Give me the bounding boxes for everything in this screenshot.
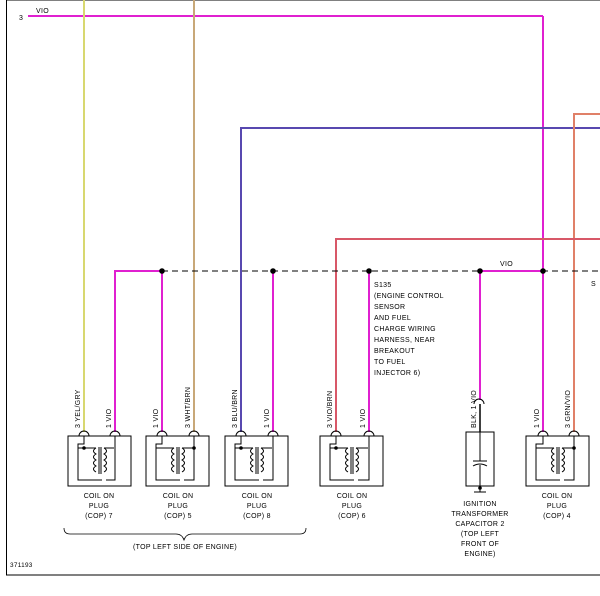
pin-label-cop4-a: 1 VIO bbox=[534, 408, 541, 428]
component-label-line: CAPACITOR 2 bbox=[455, 521, 504, 528]
diagram-frame bbox=[7, 0, 600, 575]
splice-line: TO FUEL bbox=[374, 359, 406, 366]
coil-winding-icon bbox=[356, 448, 359, 472]
component-label-line: (COP) 8 bbox=[243, 513, 271, 520]
component-label-line: COIL ON bbox=[542, 493, 573, 500]
wire-grn-vio bbox=[574, 114, 600, 432]
component-label-line: (COP) 5 bbox=[164, 513, 192, 520]
component-label-line: COIL ON bbox=[163, 493, 194, 500]
component-label-line: PLUG bbox=[247, 503, 267, 510]
component-label-line: (COP) 6 bbox=[338, 513, 366, 520]
coil-on-plug-symbol bbox=[225, 431, 288, 486]
component-label-line: PLUG bbox=[547, 503, 567, 510]
pin-label-cop7-b: 1 VIO bbox=[106, 408, 113, 428]
coil-dot bbox=[572, 446, 576, 450]
pin-label-cop6-a: 3 VIO/BRN bbox=[327, 391, 334, 428]
figure-id: 371193 bbox=[10, 562, 33, 569]
component-label-line: (COP) 4 bbox=[543, 513, 571, 520]
coil-winding-icon bbox=[346, 448, 349, 472]
component-label-line: (COP) 7 bbox=[85, 513, 113, 520]
component-label-line: PLUG bbox=[168, 503, 188, 510]
coil-winding-icon bbox=[261, 448, 264, 472]
coil-wiring bbox=[536, 436, 560, 480]
coil-winding-icon bbox=[94, 448, 97, 472]
splice-dot bbox=[540, 268, 546, 274]
coil-winding-icon bbox=[251, 448, 254, 472]
pin-label-capacitor: BLK, 1 VIO bbox=[471, 390, 478, 428]
coil-dot bbox=[334, 446, 338, 450]
group-brace bbox=[64, 528, 306, 540]
component-label-line: PLUG bbox=[342, 503, 362, 510]
splice-dot bbox=[159, 268, 165, 274]
coil-wiring bbox=[358, 436, 369, 480]
component-label-line: FRONT OF bbox=[461, 541, 499, 548]
splice-line: AND FUEL bbox=[374, 315, 411, 322]
coil-on-plug-symbol bbox=[146, 431, 209, 486]
splice-line: (ENGINE CONTROL bbox=[374, 293, 444, 300]
coil-wiring bbox=[106, 436, 115, 480]
coil-wiring bbox=[78, 436, 102, 480]
coil-on-plug-symbol bbox=[68, 431, 131, 486]
splice-line: INJECTOR 6) bbox=[374, 370, 420, 377]
component-label-line: TRANSFORMER bbox=[451, 511, 508, 518]
splice-line: HARNESS, NEAR bbox=[374, 337, 435, 344]
splice-line: CHARGE WIRING bbox=[374, 326, 436, 333]
splice-line: SENSOR bbox=[374, 304, 405, 311]
wire-blu-brn bbox=[241, 128, 600, 432]
pin-label-cop8-a: 3 BLU/BRN bbox=[232, 389, 239, 428]
group-label: (TOP LEFT SIDE OF ENGINE) bbox=[133, 544, 237, 551]
top-wire-label: VIO bbox=[36, 8, 49, 15]
top-wire-pin: 3 bbox=[19, 15, 23, 22]
coil-wiring bbox=[564, 436, 574, 480]
pin-label-cop8-b: 1 VIO bbox=[264, 408, 271, 428]
pin-label-cop4-b: 3 GRN/VIO bbox=[565, 390, 572, 428]
coil-dot bbox=[82, 446, 86, 450]
component-label-line: PLUG bbox=[89, 503, 109, 510]
pin-label-cop5-a: 1 VIO bbox=[153, 408, 160, 428]
coil-winding-icon bbox=[104, 448, 107, 472]
splice-dot bbox=[477, 268, 483, 274]
pin-label-cop7-a: 3 YEL/GRY bbox=[75, 389, 82, 428]
components bbox=[68, 431, 589, 486]
component-label-line: ENGINE) bbox=[464, 551, 495, 558]
coil-on-plug-symbol bbox=[320, 431, 383, 486]
coil-wiring bbox=[263, 436, 273, 480]
splice-line: BREAKOUT bbox=[374, 348, 415, 355]
component-label-line: COIL ON bbox=[242, 493, 273, 500]
component-label-line: IGNITION bbox=[463, 501, 497, 508]
component-label-line: COIL ON bbox=[84, 493, 115, 500]
splice-annotation: S135 (ENGINE CONTROL SENSOR AND FUEL CHA… bbox=[374, 282, 444, 377]
coil-wiring bbox=[235, 436, 259, 480]
pin-label-cop6-b: 1 VIO bbox=[360, 408, 367, 428]
bus-s-label: S bbox=[591, 281, 596, 288]
coil-wiring bbox=[184, 436, 194, 480]
coil-winding-icon bbox=[552, 448, 555, 472]
coil-dot bbox=[192, 446, 196, 450]
splice-dot bbox=[366, 268, 372, 274]
component-label-line: COIL ON bbox=[337, 493, 368, 500]
wire-vio-brn bbox=[336, 239, 600, 432]
splice-id: S135 bbox=[374, 282, 392, 289]
wire-bus-vio-left bbox=[115, 271, 162, 432]
coil-winding-icon bbox=[172, 448, 175, 472]
pin-labels: 3 YEL/GRY 1 VIO 1 VIO 3 WHT/BRN 3 BLU/BR… bbox=[75, 387, 572, 428]
coil-wiring bbox=[330, 436, 354, 480]
component-label-line: (TOP LEFT bbox=[461, 531, 500, 538]
splice-dot bbox=[270, 268, 276, 274]
capacitor-dot bbox=[478, 486, 482, 490]
coil-wiring bbox=[156, 436, 180, 480]
coil-dot bbox=[239, 446, 243, 450]
coil-winding-icon bbox=[562, 448, 565, 472]
pin-label-cop5-b: 3 WHT/BRN bbox=[185, 387, 192, 428]
coil-on-plug-symbol bbox=[526, 431, 589, 486]
coil-winding-icon bbox=[182, 448, 185, 472]
bus-vio-label: VIO bbox=[500, 261, 513, 268]
